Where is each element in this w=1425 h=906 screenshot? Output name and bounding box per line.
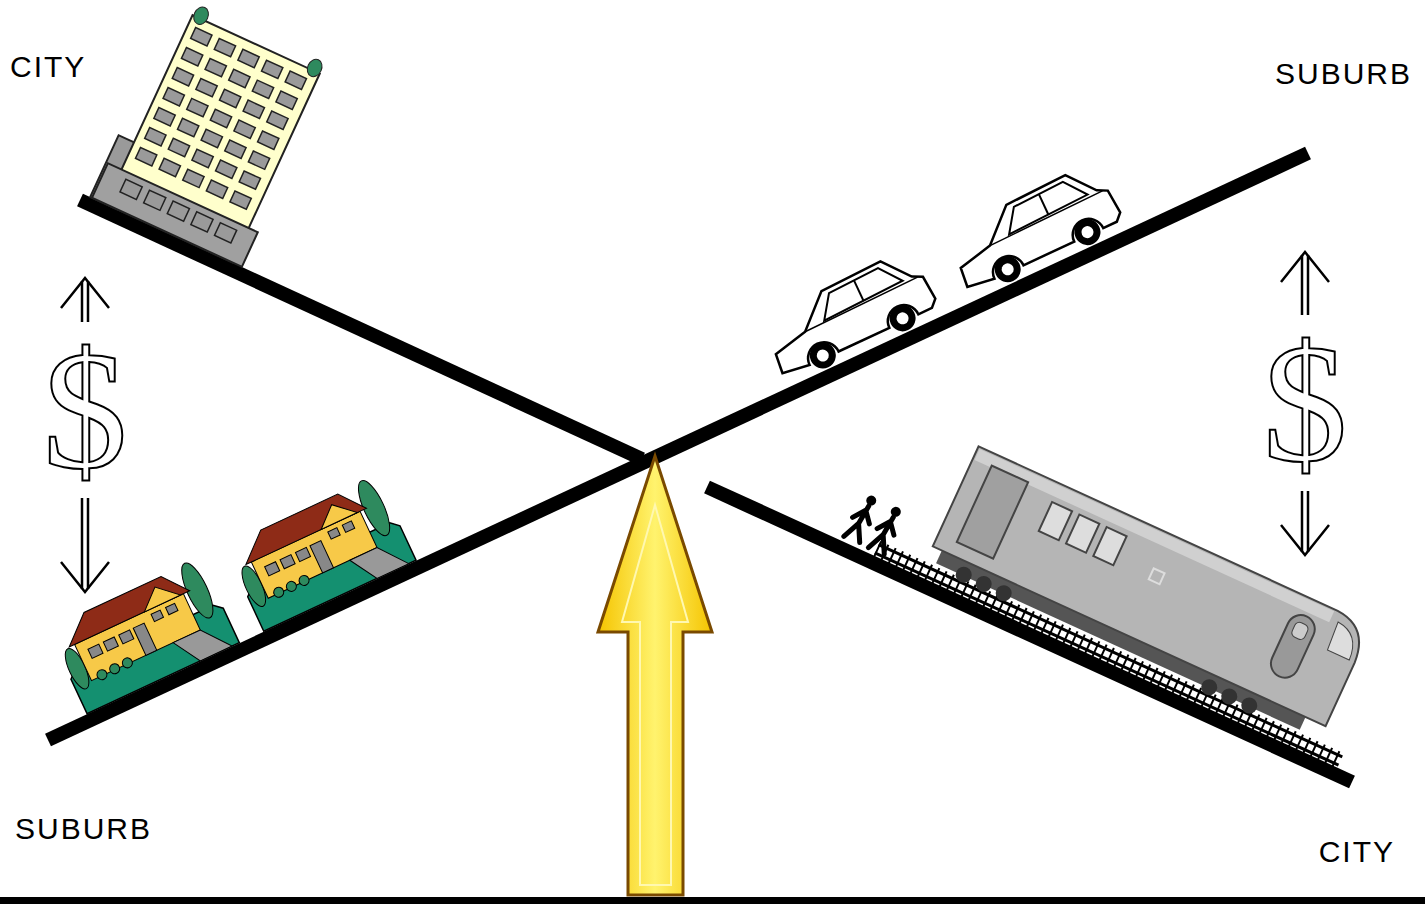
car (942, 161, 1127, 300)
place-label: CITY (10, 50, 86, 83)
arrow-stroke (1301, 491, 1304, 552)
commuter-cars (757, 161, 1127, 386)
arrow-stroke (61, 278, 109, 308)
walkers (844, 492, 905, 555)
house (47, 557, 239, 714)
arrow-stroke (61, 562, 109, 592)
car (757, 247, 942, 386)
arrow-stroke (87, 498, 90, 589)
dollar-sign: $ (43, 325, 128, 495)
city-beam (80, 200, 642, 459)
arrow-stroke (1307, 491, 1310, 552)
arrow-stroke (1281, 252, 1329, 282)
office-building (90, 0, 334, 267)
arrow-stroke (1301, 255, 1304, 315)
arrow-stroke (81, 281, 84, 322)
suburban-houses (47, 474, 416, 714)
place-label: SUBURB (1275, 57, 1412, 90)
place-label: CITY (1319, 835, 1395, 868)
ground-line (0, 897, 1425, 904)
arrow-stroke (81, 498, 84, 589)
arrow-stroke (1281, 525, 1329, 555)
arrow-stroke (87, 281, 90, 322)
arrow-stroke (1307, 255, 1310, 315)
place-label: SUBURB (15, 812, 152, 845)
fulcrum-arrow (598, 456, 712, 895)
train (924, 446, 1371, 745)
house (224, 474, 416, 631)
dollar-sign: $ (1263, 318, 1348, 488)
